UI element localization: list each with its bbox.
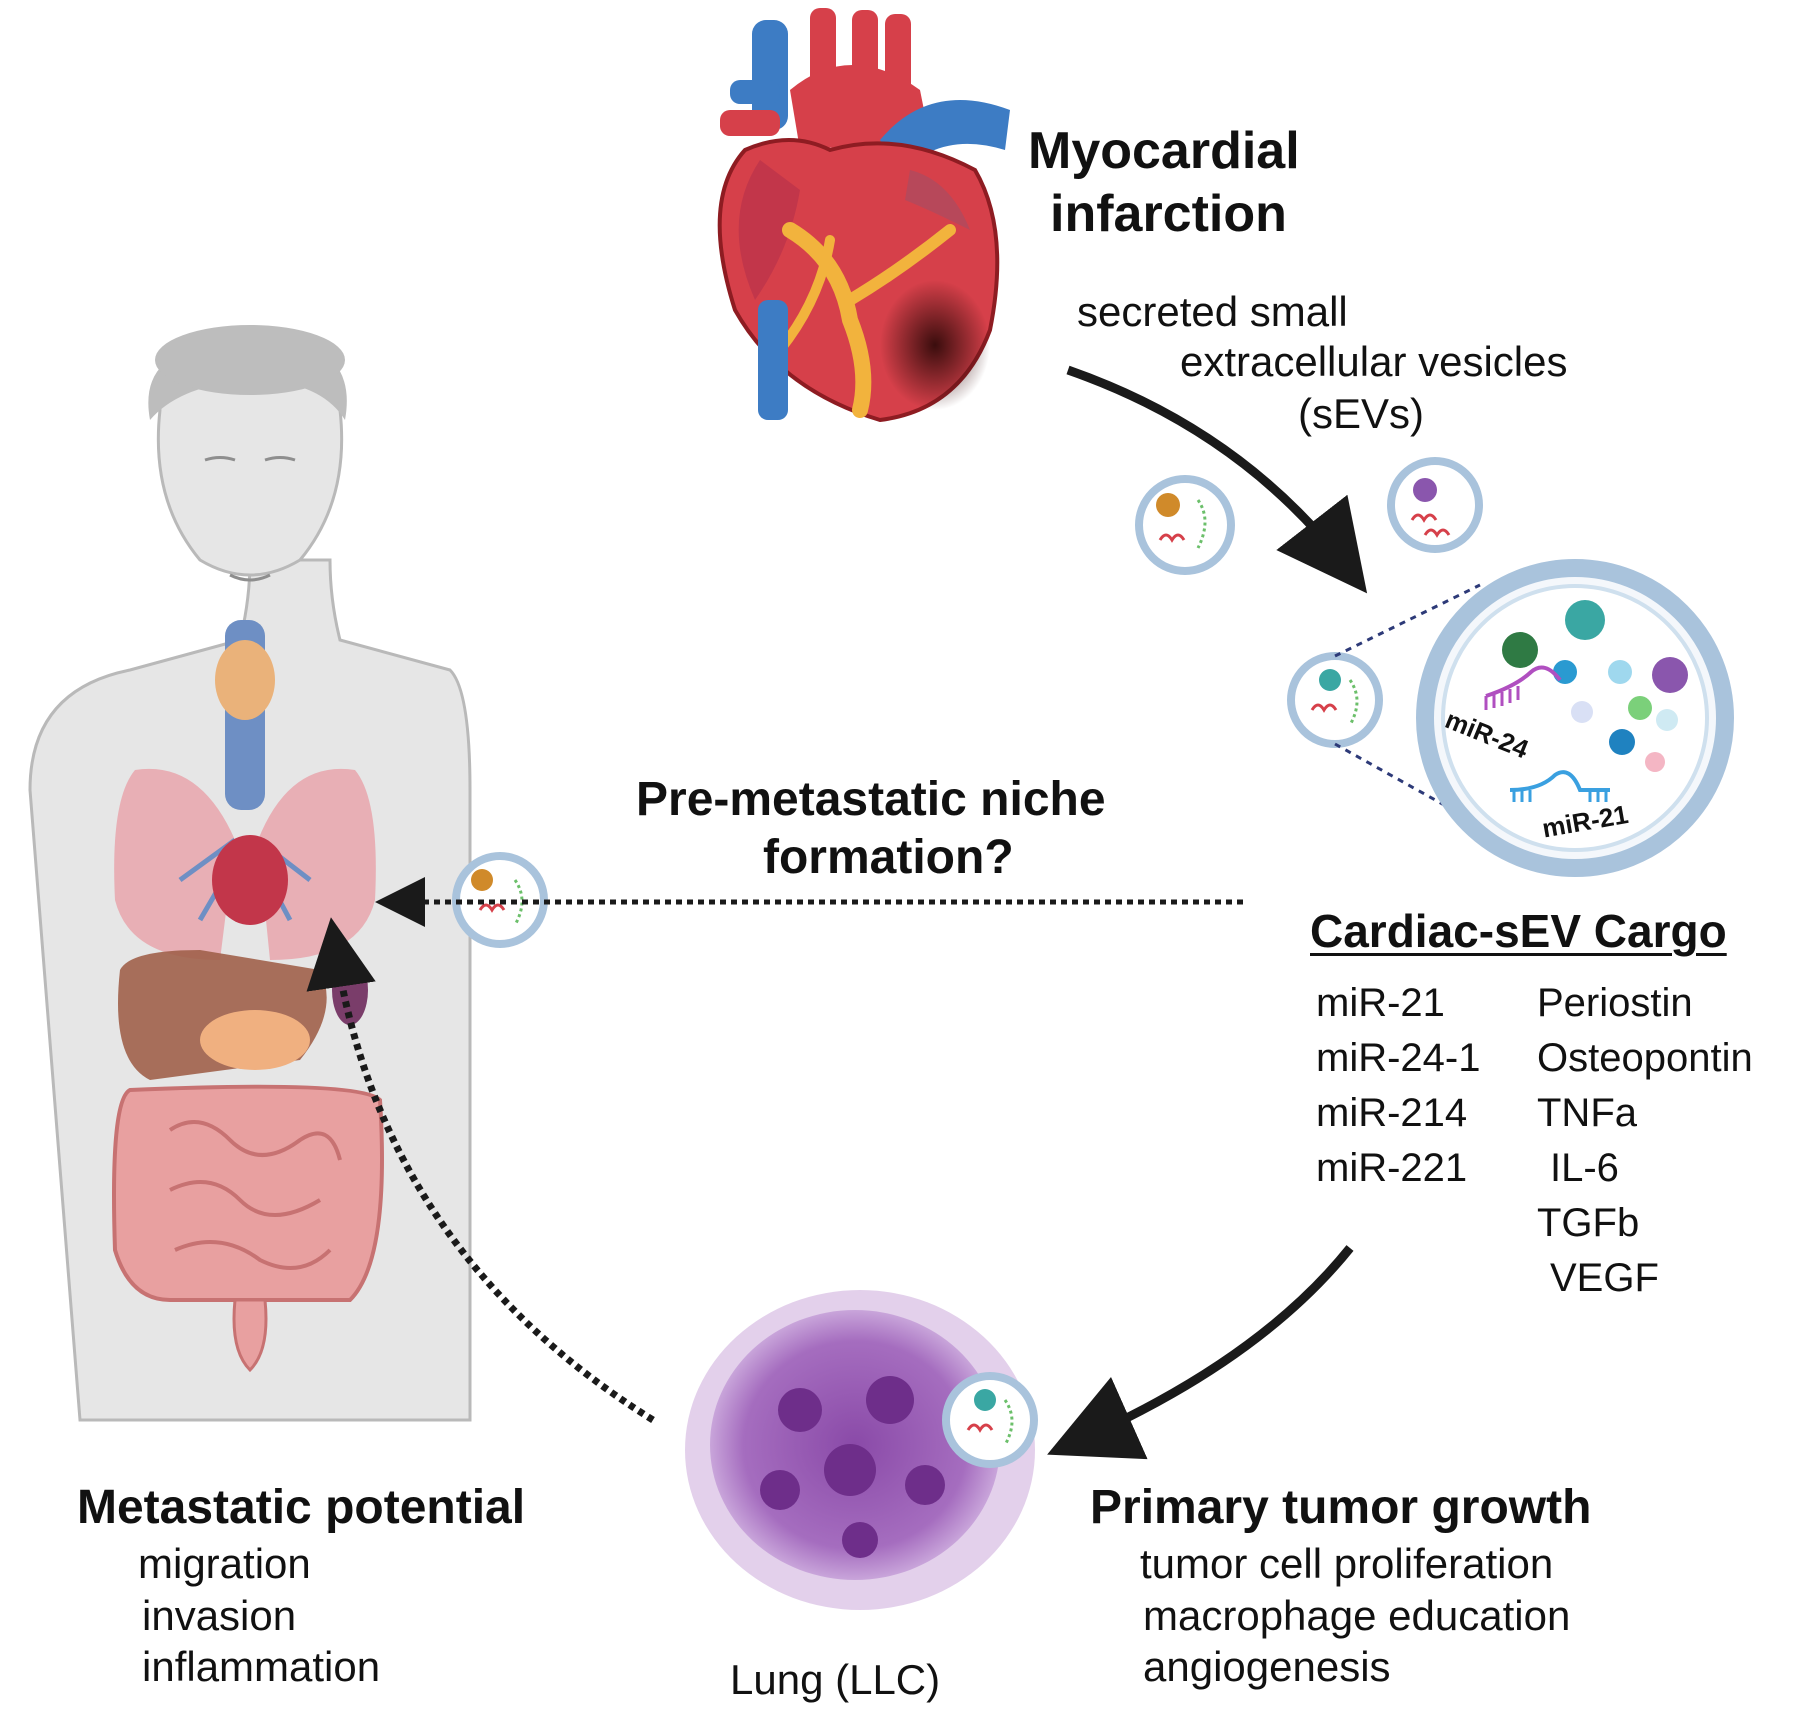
secretion-line1: secreted small bbox=[1077, 288, 1348, 335]
cargo-protein-item: TNFa bbox=[1537, 1091, 1637, 1135]
human-body-illustration bbox=[28, 325, 472, 1422]
heart-title-line1: Myocardial bbox=[1028, 122, 1300, 180]
zoom-line-top bbox=[1334, 583, 1481, 658]
secretion-line2: extracellular vesicles bbox=[1180, 338, 1568, 385]
vesicle-small-5 bbox=[942, 1372, 1038, 1468]
primary-item: angiogenesis bbox=[1143, 1643, 1391, 1690]
vesicle-small-1 bbox=[1135, 475, 1235, 575]
arrow-heart-to-vesicles bbox=[1066, 365, 1368, 594]
arrow-tumor-to-body-dotted bbox=[306, 917, 655, 1423]
cargo-protein-item: IL-6 bbox=[1550, 1146, 1619, 1190]
cargo-mirna-item: miR-214 bbox=[1316, 1091, 1468, 1135]
niche-title-line1: Pre-metastatic niche bbox=[636, 773, 1106, 826]
vesicle-zoomed bbox=[1416, 559, 1734, 877]
heart-title-line2: infarction bbox=[1050, 185, 1287, 243]
arrow-cargo-to-tumor bbox=[1047, 1245, 1354, 1460]
tumor-label: Lung (LLC) bbox=[730, 1656, 941, 1703]
niche-title-line2: formation? bbox=[763, 831, 1014, 884]
tumor-illustration bbox=[685, 1290, 1035, 1610]
metastatic-title: Metastatic potential bbox=[77, 1481, 526, 1534]
cargo-protein-item: Osteopontin bbox=[1537, 1036, 1753, 1080]
cargo-protein-item: TGFb bbox=[1537, 1201, 1640, 1245]
metastatic-item: migration bbox=[138, 1540, 311, 1587]
metastatic-item: invasion bbox=[142, 1592, 297, 1639]
cargo-mirna-item: miR-221 bbox=[1316, 1146, 1468, 1190]
vesicle-small-3 bbox=[1287, 652, 1383, 748]
primary-item: tumor cell proliferation bbox=[1140, 1540, 1554, 1587]
heart-illustration bbox=[717, 8, 1010, 423]
secretion-line3: (sEVs) bbox=[1298, 390, 1424, 437]
metastatic-item: inflammation bbox=[142, 1643, 381, 1690]
zoom-line-bottom bbox=[1334, 742, 1481, 827]
primary-item: macrophage education bbox=[1143, 1592, 1571, 1639]
primary-title: Primary tumor growth bbox=[1090, 1481, 1592, 1534]
cargo-title: Cardiac-sEV Cargo bbox=[1310, 905, 1727, 957]
cargo-mirna-item: miR-21 bbox=[1316, 981, 1445, 1025]
cargo-protein-item: VEGF bbox=[1550, 1256, 1659, 1300]
vesicle-small-2 bbox=[1387, 457, 1483, 553]
cargo-mirna-item: miR-24-1 bbox=[1316, 1036, 1481, 1080]
cargo-protein-item: Periostin bbox=[1537, 981, 1693, 1025]
